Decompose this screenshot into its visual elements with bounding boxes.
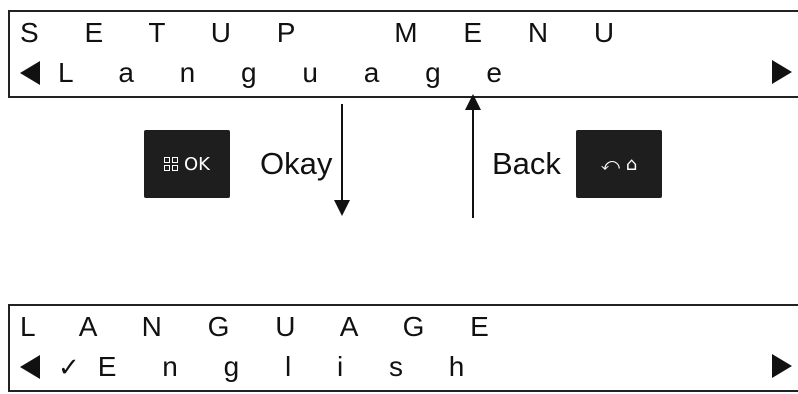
up-arrow-line <box>472 108 474 218</box>
left-arrow-icon <box>20 61 40 85</box>
back-home-button[interactable]: ⤺ ⌂ <box>576 130 662 198</box>
setup-menu-item: L a n g u a g e <box>58 57 521 88</box>
down-arrow-line <box>341 104 343 204</box>
setup-menu-title: S E T U P M E N U <box>20 17 634 48</box>
language-screen: L A N G U A G E ✓ E n g l i s h <box>8 304 798 392</box>
left-arrow-icon <box>20 355 40 379</box>
language-title-row: L A N G U A G E <box>20 310 508 344</box>
setup-menu-title-row: S E T U P M E N U <box>20 16 633 50</box>
menu-grid-icon <box>164 157 178 171</box>
up-arrow-icon <box>465 94 481 110</box>
check-icon: ✓ <box>58 352 80 382</box>
back-home-icon: ⤺ ⌂ <box>600 153 638 175</box>
language-item: E n g l i s h <box>97 351 484 382</box>
language-item-row: ✓ E n g l i s h <box>20 350 483 384</box>
setup-menu-screen: S E T U P M E N U L a n g u a g e <box>8 10 798 98</box>
language-title: L A N G U A G E <box>20 311 508 342</box>
right-arrow-icon <box>772 60 792 84</box>
back-label: Back <box>492 146 561 181</box>
ok-button[interactable]: OK <box>144 130 230 198</box>
ok-button-label: OK <box>184 153 210 175</box>
right-arrow-icon <box>772 354 792 378</box>
down-arrow-icon <box>334 200 350 216</box>
okay-label: Okay <box>260 146 333 181</box>
setup-menu-item-row: L a n g u a g e <box>20 56 521 90</box>
